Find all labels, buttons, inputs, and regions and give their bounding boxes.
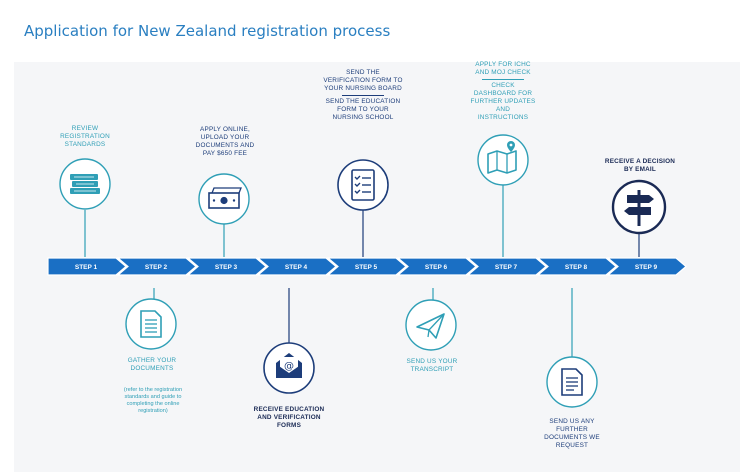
step-label-7: STEP 7: [495, 264, 518, 271]
cash-icon: [198, 173, 250, 225]
step-arrow-2: [116, 257, 197, 276]
step5-label-b: SEND THE EDUCATION FORM TO YOUR NURSING …: [325, 98, 401, 121]
map-icon: [477, 134, 529, 186]
step-arrow-8: [536, 257, 617, 276]
email-icon: @: [263, 342, 315, 394]
step7-divider: [482, 79, 524, 80]
signpost-icon: [611, 179, 667, 235]
step-label-5: STEP 5: [355, 264, 378, 271]
step-arrow-1: [47, 257, 127, 276]
step7-label-a: APPLY FOR ICHC AND MOJ CHECK: [475, 61, 531, 76]
step-arrow-4: [256, 257, 337, 276]
step6-label: SEND US YOUR TRANSCRIPT: [406, 358, 458, 373]
step-label-6: STEP 6: [425, 264, 448, 271]
page-title: Application for New Zealand registration…: [24, 22, 391, 40]
step2-label: GATHER YOUR DOCUMENTS: [127, 357, 177, 372]
step7-label-b: CHECK DASHBOARD FOR FURTHER UPDATES AND …: [470, 82, 536, 121]
step8-label: SEND US ANY FURTHER DOCUMENTS WE REQUEST: [544, 418, 600, 449]
step-arrow-3: [186, 257, 267, 276]
step1-label: REVIEW REGISTRATION STANDARDS: [60, 125, 110, 148]
step-arrow-7: [466, 257, 547, 276]
step9-label: RECEIVE A DECISION BY EMAIL: [604, 158, 676, 173]
checklist-icon: [337, 159, 389, 211]
books-icon: [59, 158, 111, 210]
step4-label: RECEIVE EDUCATION AND VERIFICATION FORMS: [253, 406, 325, 429]
step-arrow-6: [396, 257, 477, 276]
document-icon-step8: [546, 356, 598, 408]
step-arrow-9: [606, 257, 687, 276]
document-icon: [125, 298, 177, 350]
step-label-1: STEP 1: [75, 264, 98, 271]
paper-plane-icon: [405, 299, 457, 351]
step-label-9: STEP 9: [635, 264, 658, 271]
step5-label-a: SEND THE VERIFICATION FORM TO YOUR NURSI…: [323, 69, 403, 92]
step-label-2: STEP 2: [145, 264, 168, 271]
step5-labels: SEND THE VERIFICATION FORM TO YOUR NURSI…: [323, 69, 403, 122]
step-arrow-5: [326, 257, 407, 276]
step5-divider: [342, 95, 384, 96]
step-label-8: STEP 8: [565, 264, 588, 271]
step7-labels: APPLY FOR ICHC AND MOJ CHECK CHECK DASHB…: [470, 61, 536, 122]
svg-text:@: @: [284, 361, 294, 372]
step-label-3: STEP 3: [215, 264, 238, 271]
step2-note: (refer to the registration standards and…: [123, 387, 183, 414]
step3-label: APPLY ONLINE, UPLOAD YOUR DOCUMENTS AND …: [195, 126, 255, 157]
step-label-4: STEP 4: [285, 264, 308, 271]
